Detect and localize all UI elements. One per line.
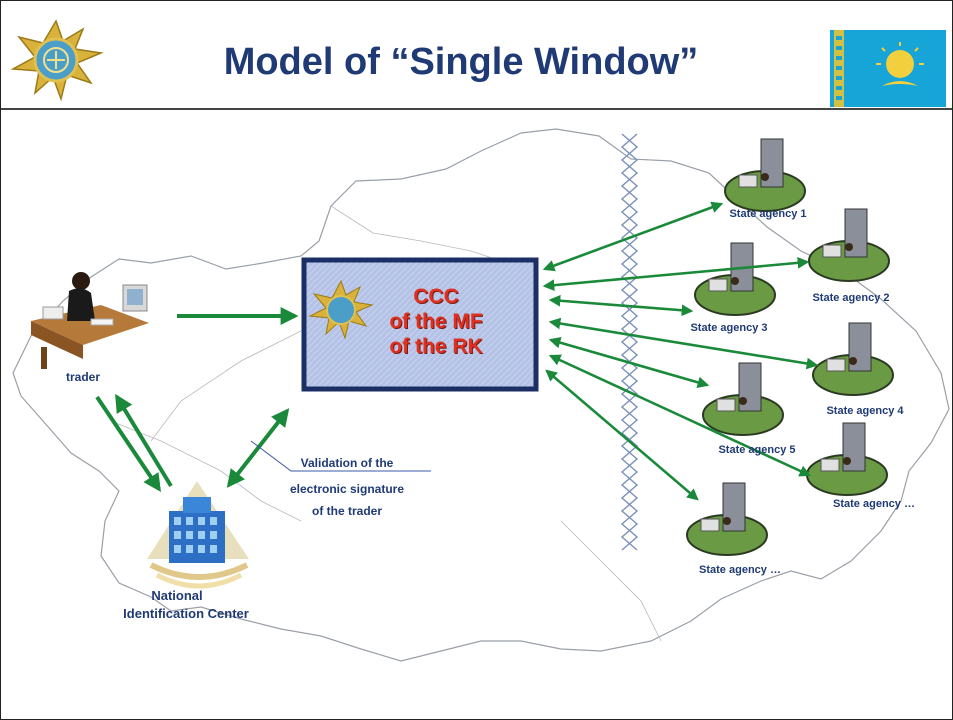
ccc-label-line2: of the MF: [389, 310, 483, 333]
agency-building-icon: [806, 422, 888, 496]
arrow-ccc-agency-5: [548, 336, 710, 389]
validation-label-line2: electronic signature: [290, 482, 404, 496]
building-icon: [147, 481, 249, 589]
agency-label-1: State agency 1: [729, 208, 806, 220]
agency-label-3: State agency 3: [690, 322, 767, 334]
agency-building-icon: [686, 482, 768, 556]
agency-building-icon: [812, 322, 894, 396]
validation-label-line1: Validation of the: [301, 456, 394, 470]
validation-callout-line: [250, 440, 431, 472]
agency-label-5: State agency 5: [718, 444, 795, 456]
page-title: Model of “Single Window”: [223, 41, 699, 83]
validation-label-line3: of the trader: [312, 504, 382, 518]
nic-label-line1: National: [151, 588, 202, 603]
arrow-ccc-agency-3: [548, 294, 694, 317]
arrow-nic-to-trader: [115, 393, 173, 488]
nic-label-line2: Identification Center: [123, 606, 249, 621]
agency-building-icon: [694, 242, 776, 316]
arrow-ccc-agency-4: [548, 317, 819, 370]
ccc-label-line3: of the RK: [389, 335, 483, 358]
arrow-nic-ccc: [226, 408, 290, 488]
arrow-ccc-agency-1: [542, 201, 724, 272]
arrow-trader-to-nic: [95, 395, 162, 492]
trader-at-desk-icon: [31, 272, 149, 369]
ccc-label-line1: CCC: [413, 285, 459, 308]
agency-label-7: State agency …: [699, 564, 781, 576]
arrow-ccc-agency-2: [542, 257, 810, 291]
country-map-outline: [12, 128, 950, 662]
agency-building-icon: [702, 362, 784, 436]
agency-building-icon: [724, 138, 806, 212]
arrow-ccc-agency-7: [545, 369, 699, 501]
trader-label: trader: [66, 370, 100, 384]
customs-emblem-icon: [10, 19, 104, 102]
header: Model of “Single Window”: [1, 1, 952, 110]
firewall-chain-icon: [620, 133, 639, 551]
customs-emblem-icon: [308, 279, 374, 340]
ccc-label: CCC of the MF of the RK: [351, 284, 521, 359]
agency-building-icon: [808, 208, 890, 282]
kazakhstan-flag-icon: [830, 30, 946, 107]
agency-label-4: State agency 4: [826, 405, 904, 417]
agency-label-6: State agency …: [833, 498, 915, 510]
agency-label-2: State agency 2: [812, 292, 889, 304]
